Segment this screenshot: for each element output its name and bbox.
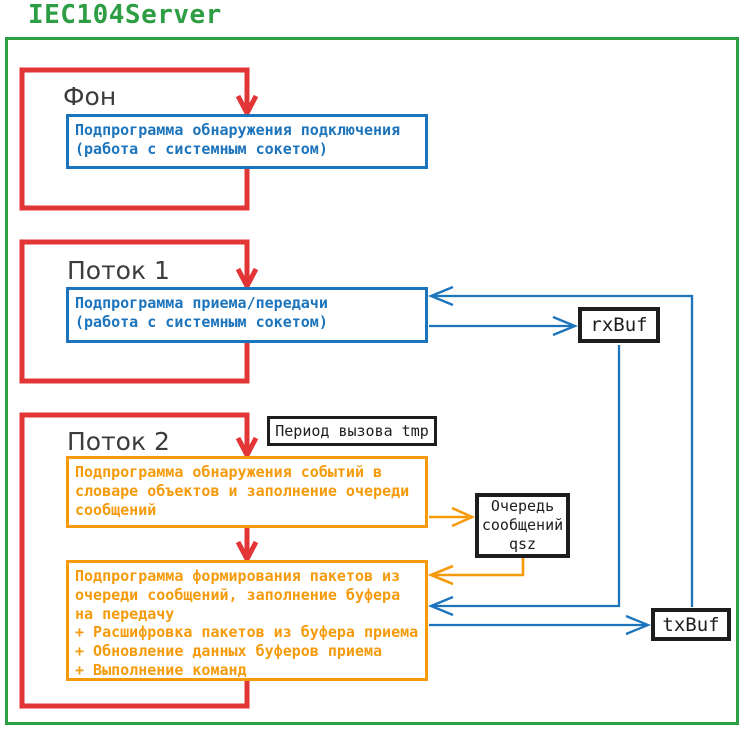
blue-arrowhead-icon	[427, 285, 454, 307]
arrow-rxbuf-to-potok2b	[427, 345, 621, 617]
routine-box-connection-detect: Подпрограмма обнаружения подключения (ра…	[66, 114, 428, 169]
loop-rect-potok2	[19, 412, 259, 709]
section-label-background: Фон	[63, 82, 117, 111]
message-queue-box: Очередь сообщений qsz	[475, 493, 570, 558]
orange-arrowhead-icon	[427, 564, 454, 586]
arrow-txbuf-to-potok1	[427, 285, 694, 607]
section-label-thread1: Поток 1	[67, 256, 170, 285]
red-arrowhead-icon	[235, 540, 259, 565]
red-arrowhead-icon	[235, 94, 259, 119]
rx-buffer-box: rxBuf	[578, 307, 660, 343]
routine-box-packet-processing: Подпрограмма формирования пакетов из оче…	[66, 560, 428, 681]
arrow-potok2b-to-txbuf	[429, 614, 652, 636]
tx-buffer-box: txBuf	[651, 608, 731, 641]
arrow-potok2a-to-queue	[429, 506, 476, 528]
red-arrowhead-icon	[235, 436, 259, 461]
routine-box-event-detect: Подпрограмма обнаружения событий в слова…	[66, 456, 428, 528]
diagram-title: IEC104Server	[28, 0, 222, 30]
red-arrowhead-icon	[235, 267, 259, 292]
timer-period-note: Период вызова tmp	[267, 416, 437, 446]
blue-arrowhead-icon	[552, 315, 579, 337]
routine-box-rx-tx: Подпрограмма приема/передачи (работа с с…	[66, 287, 428, 343]
blue-arrowhead-icon	[427, 595, 454, 617]
loop-rect-fon	[19, 67, 259, 211]
loop-rect-potok1	[19, 239, 259, 384]
arrow-potok1-to-rxbuf	[429, 315, 579, 337]
section-label-thread2: Поток 2	[67, 427, 170, 456]
arrow-queue-to-potok2b	[427, 558, 525, 586]
orange-arrowhead-icon	[451, 506, 476, 528]
server-boundary-box	[5, 37, 739, 725]
blue-arrowhead-icon	[625, 614, 652, 636]
